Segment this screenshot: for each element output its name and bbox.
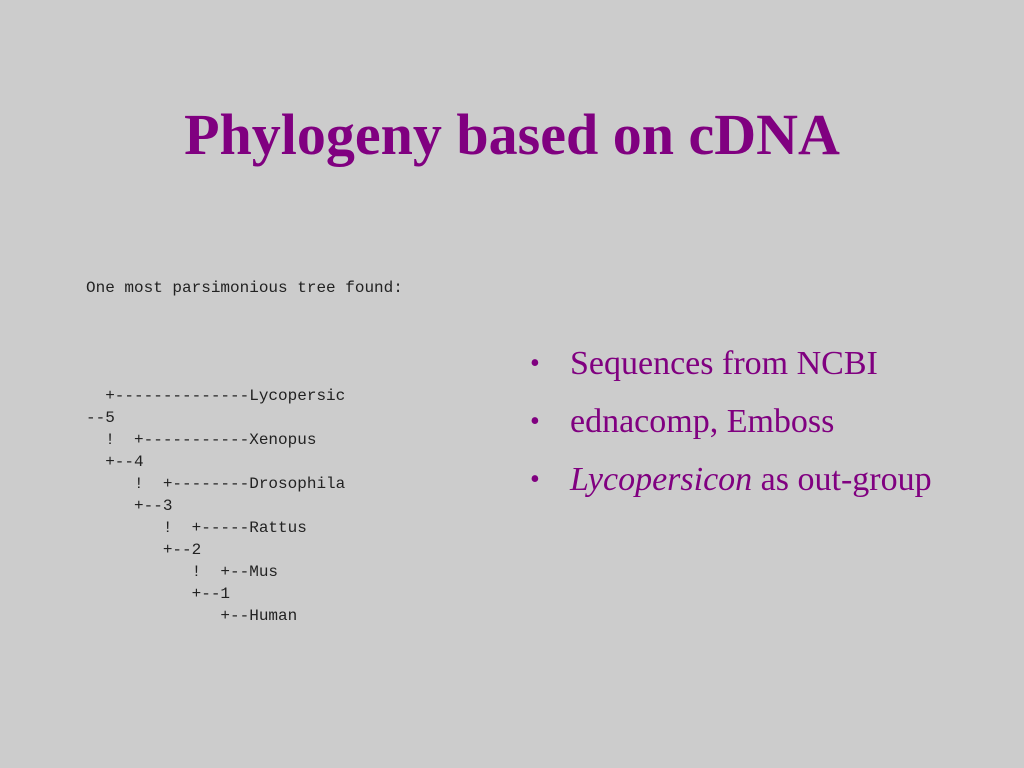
tree-line: ! +--Mus [86,563,279,581]
phylogenetic-tree: +--------------Lycopersic --5 ! +-------… [86,385,345,627]
tree-line: +--------------Lycopersic [86,387,346,405]
bullet-icon: • [530,464,540,495]
bullet-list: • Sequences from NCBI • ednacomp, Emboss… [530,342,950,516]
bullet-text: Sequences from NCBI [570,345,878,382]
bullet-item-sequences: • Sequences from NCBI [530,342,950,386]
bullet-text: as out-group [752,461,932,498]
tree-heading: One most parsimonious tree found: [86,279,403,297]
tree-line: ! +-----Rattus [86,519,307,537]
tree-line: +--3 [86,497,173,515]
tree-line: +--Human [86,607,298,625]
bullet-item-outgroup: • Lycopersicon as out-group [530,458,950,502]
tree-line: ! +--------Drosophila [86,475,346,493]
bullet-italic-text: Lycopersicon [570,461,753,498]
bullet-text: ednacomp, Emboss [570,403,835,440]
tree-line: +--2 [86,541,202,559]
tree-line: +--4 [86,453,144,471]
tree-line: +--1 [86,585,231,603]
bullet-item-tools: • ednacomp, Emboss [530,400,950,444]
slide-title: Phylogeny based on cDNA [184,102,840,167]
bullet-icon: • [530,348,540,379]
tree-line: --5 [86,409,115,427]
bullet-icon: • [530,406,540,437]
tree-line: ! +-----------Xenopus [86,431,317,449]
